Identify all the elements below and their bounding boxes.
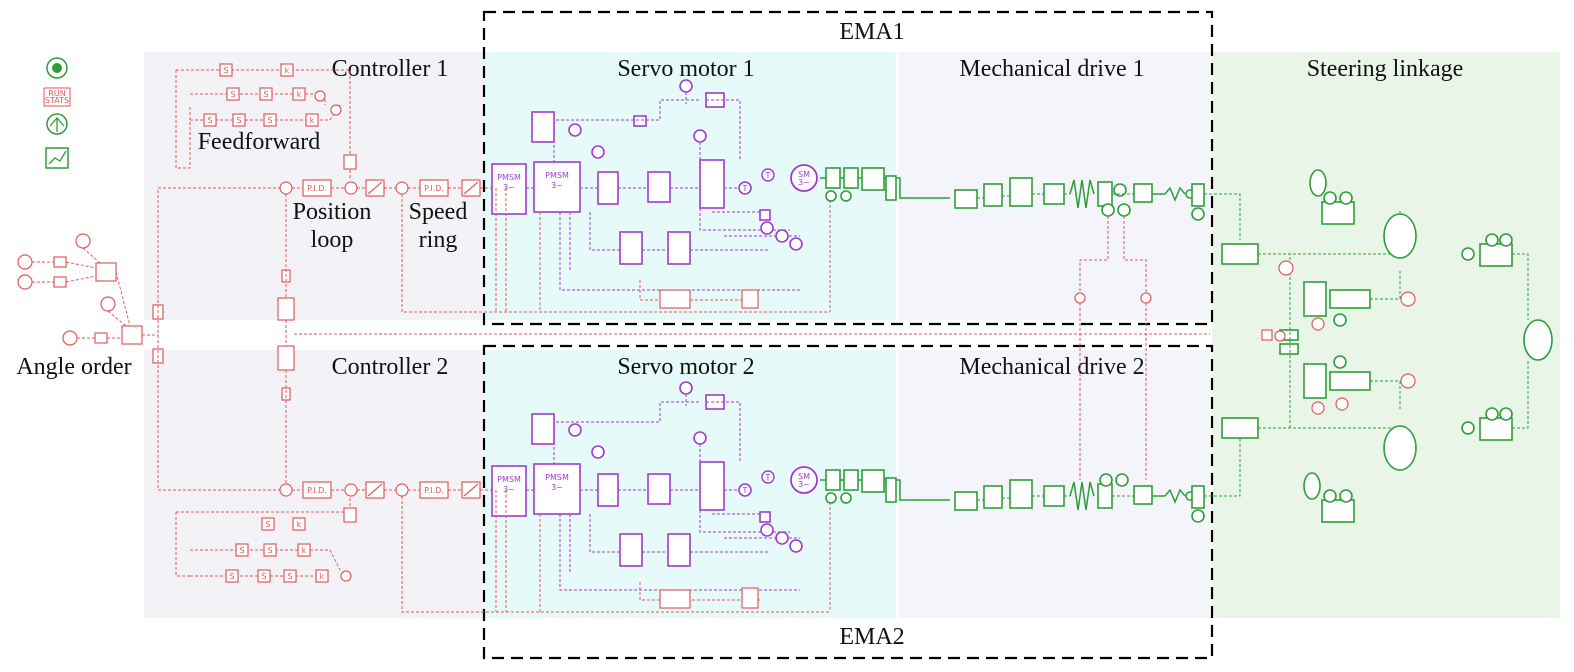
svg-text:S: S: [207, 116, 212, 125]
ema2-label: EMA2: [839, 624, 904, 650]
svg-text:3~: 3~: [798, 178, 810, 187]
svg-text:PMSM: PMSM: [497, 173, 521, 182]
steering-linkage-diagram: [1221, 169, 1553, 523]
mechanical-drive-2-title: Mechanical drive 2: [959, 354, 1144, 380]
ema1-label: EMA1: [839, 19, 904, 45]
plot-icon[interactable]: [45, 147, 69, 169]
servo-motor-1-title: Servo motor 1: [617, 56, 754, 82]
controller-1-diagram: S k S S k S S S k P.I.D. P.I.D.: [158, 63, 830, 321]
svg-text:3~: 3~: [551, 181, 563, 190]
svg-text:S: S: [229, 572, 234, 581]
svg-text:3~: 3~: [798, 480, 810, 489]
servo-motor-2-title: Servo motor 2: [617, 354, 754, 380]
svg-text:S: S: [267, 546, 272, 555]
svg-text:S: S: [239, 546, 244, 555]
svg-text:P.I.D.: P.I.D.: [307, 184, 327, 193]
mechanical-drive-1-title: Mechanical drive 1: [959, 56, 1144, 82]
speed-ring-label-line1: Speed: [409, 199, 468, 225]
position-loop-label-line2: loop: [311, 227, 354, 253]
svg-text:T: T: [742, 184, 748, 193]
svg-text:P.I.D.: P.I.D.: [307, 486, 327, 495]
svg-text:PMSM: PMSM: [497, 475, 521, 484]
svg-text:3~: 3~: [503, 183, 515, 192]
svg-text:T: T: [742, 486, 748, 495]
svg-text:S: S: [261, 572, 266, 581]
speed-ring-label-line2: ring: [419, 227, 458, 253]
ema1-box: [482, 10, 1214, 326]
mechanical-drive-2-diagram: [820, 430, 1241, 523]
servo-motor-1-diagram: PMSM 3~ PMSM 3~ T: [491, 79, 803, 291]
svg-text:S: S: [265, 520, 270, 529]
svg-text:3~: 3~: [503, 485, 515, 494]
svg-text:P.I.D.: P.I.D.: [424, 486, 444, 495]
svg-text:S: S: [267, 116, 272, 125]
run-stats-icon[interactable]: RUN STATS: [43, 87, 71, 107]
svg-text:k: k: [302, 546, 307, 555]
feedforward-label: Feedforward: [198, 129, 321, 155]
svg-text:k: k: [320, 572, 325, 581]
mechanical-drive-2-region: [898, 350, 1210, 618]
batch-run-icon[interactable]: [46, 113, 68, 135]
steering-linkage-title: Steering linkage: [1307, 56, 1464, 82]
svg-text:S: S: [287, 572, 292, 581]
simulation-run-icon[interactable]: [46, 57, 68, 79]
svg-text:k: k: [285, 66, 290, 75]
svg-text:T: T: [765, 171, 771, 180]
svg-text:k: k: [310, 116, 315, 125]
servo-motor-2-diagram: PMSM 3~ PMSM 3~ T: [491, 381, 803, 591]
svg-text:S: S: [263, 90, 268, 99]
svg-text:S: S: [223, 66, 228, 75]
svg-text:SM: SM: [798, 472, 810, 481]
controller-1-title: Controller 1: [332, 56, 449, 82]
svg-text:S: S: [230, 90, 235, 99]
svg-text:3~: 3~: [551, 483, 563, 492]
svg-text:SM: SM: [798, 170, 810, 179]
svg-text:k: k: [297, 520, 302, 529]
svg-text:RUN: RUN: [48, 89, 65, 98]
svg-text:k: k: [297, 90, 302, 99]
angle-order-label: Angle order: [16, 354, 131, 380]
angle-order-sources: [17, 190, 164, 490]
position-loop-label-line1: Position: [293, 199, 372, 225]
svg-text:PMSM: PMSM: [545, 171, 569, 180]
svg-text:PMSM: PMSM: [545, 473, 569, 482]
servo-motor-2-sensors: T SM 3~: [495, 466, 831, 612]
controller-2-diagram: S k S S k S S S k P.I.D. P.I.D.: [158, 320, 1210, 613]
controller-2-title: Controller 2: [332, 354, 449, 380]
svg-text:T: T: [765, 473, 771, 482]
svg-text:S: S: [236, 116, 241, 125]
ema2-box: [482, 344, 1214, 660]
svg-text:P.I.D.: P.I.D.: [424, 184, 444, 193]
servo-motor-1-sensors: T SM 3~: [495, 164, 831, 312]
svg-text:STATS: STATS: [45, 96, 69, 105]
mechanical-drive-1-diagram: [820, 167, 1241, 480]
